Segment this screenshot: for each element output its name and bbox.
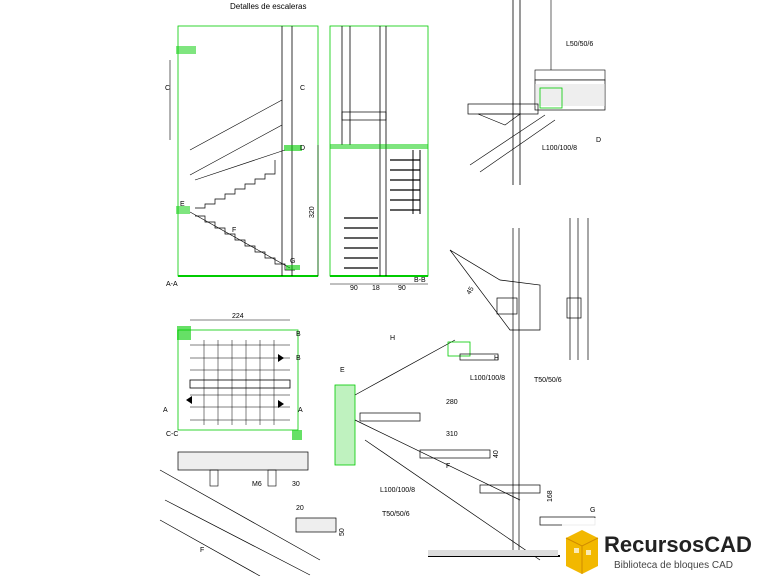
section-label-a-a: A-A xyxy=(166,281,178,288)
marker-c-left: C xyxy=(165,85,170,92)
dimension-40: 40 xyxy=(493,450,500,458)
dimension-168: 168 xyxy=(547,490,554,502)
dimension-224: 224 xyxy=(232,313,244,320)
marker-e: E xyxy=(180,201,185,208)
dimension-30: 30 xyxy=(292,481,300,488)
marker-b-mid: B xyxy=(296,355,301,362)
marker-d: D xyxy=(300,145,305,152)
dimension-90-right: 90 xyxy=(398,285,406,292)
watermark: RecursosCAD Biblioteca de bloques CAD xyxy=(562,518,768,576)
dimension-90-left: 90 xyxy=(350,285,358,292)
profile-l100-bottom: L100/100/8 xyxy=(380,487,415,494)
marker-f-detail: F xyxy=(200,547,204,554)
marker-h-right: H xyxy=(494,355,499,362)
profile-l50: L50/50/6 xyxy=(566,41,593,48)
dimension-320: 320 xyxy=(309,206,316,218)
marker-f: F xyxy=(232,227,236,234)
marker-e-detail: E xyxy=(340,367,345,374)
dimension-50: 50 xyxy=(339,528,346,536)
cube-logo-icon xyxy=(565,530,599,574)
marker-c-right: C xyxy=(300,85,305,92)
marker-a-left: A xyxy=(163,407,168,414)
view-a-a: C C D E F G A-A xyxy=(165,25,319,288)
profile-t50-bottom: T50/50/6 xyxy=(382,511,410,518)
view-c-c: 224 B B A A C-C xyxy=(163,313,303,440)
profile-t50-right: T50/50/6 xyxy=(534,377,562,384)
right-elevation: 45 xyxy=(449,218,589,555)
watermark-tagline: Biblioteca de bloques CAD xyxy=(614,560,733,571)
drawing-title: Detalles de escaleras xyxy=(230,2,306,11)
marker-d-detail: D xyxy=(596,137,601,144)
section-label-c-c: C-C xyxy=(166,431,178,438)
dimension-18: 18 xyxy=(372,285,380,292)
detail-e-h-g: E H H G F L100/100/8 T50/50/6 L100/100/8… xyxy=(334,335,595,561)
bolt-m6: M6 xyxy=(252,481,262,488)
dimension-20: 20 xyxy=(296,505,304,512)
dimension-45: 45 xyxy=(466,286,476,296)
marker-h-top: H xyxy=(390,335,395,342)
marker-b-top: B xyxy=(296,331,301,338)
profile-l100-top: L100/100/8 xyxy=(542,145,577,152)
marker-g: G xyxy=(290,258,295,265)
watermark-brand: RecursosCAD xyxy=(604,532,752,557)
dimension-280: 280 xyxy=(446,399,458,406)
view-b-b: 320 90 18 90 B-B xyxy=(309,25,429,292)
detail-f: M6 30 20 50 F xyxy=(159,451,346,576)
dimension-310: 310 xyxy=(446,431,458,438)
section-label-b-b: B-B xyxy=(414,277,426,284)
marker-g-detail: G xyxy=(590,507,595,514)
marker-f-lower: F xyxy=(446,463,450,470)
detail-d: L50/50/6 L100/100/8 D xyxy=(467,0,606,185)
marker-a-right: A xyxy=(298,407,303,414)
profile-l100-mid: L100/100/8 xyxy=(470,375,505,382)
